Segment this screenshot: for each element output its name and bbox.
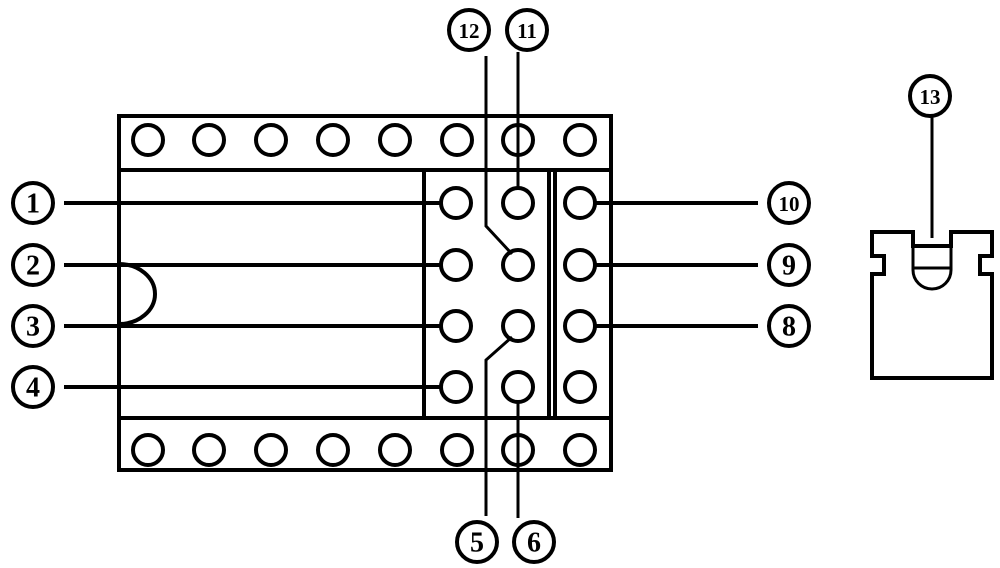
screw-hole <box>131 123 165 157</box>
screw-hole <box>192 433 226 467</box>
callout-13: 13 <box>908 74 952 118</box>
leader-line-5 <box>484 335 513 516</box>
terminal-hole <box>563 186 597 220</box>
callout-label: 2 <box>26 251 40 282</box>
callouts: 1 2 3 4 5 6 8 9 <box>11 8 952 564</box>
callout-ring <box>767 243 811 287</box>
callout-label: 11 <box>517 19 537 43</box>
callout-ring <box>505 8 549 52</box>
screw-hole <box>192 123 226 157</box>
screw-hole <box>563 433 597 467</box>
connector-cup <box>911 246 953 291</box>
callout-ring <box>11 304 55 348</box>
callout-ring <box>11 243 55 287</box>
callout-6: 6 <box>512 520 556 564</box>
callout-label: 5 <box>470 528 484 559</box>
terminal-hole <box>439 370 473 404</box>
callout-label: 3 <box>26 312 40 343</box>
screw-hole <box>440 123 474 157</box>
screw-hole <box>131 433 165 467</box>
socket-body <box>117 114 613 472</box>
callout-label: 1 <box>26 189 40 220</box>
callout-ring <box>447 8 491 52</box>
callout-label: 12 <box>459 19 480 43</box>
screw-hole <box>316 433 350 467</box>
screw-hole <box>563 123 597 157</box>
terminal-hole <box>439 309 473 343</box>
terminal-hole <box>563 309 597 343</box>
terminal-hole <box>439 186 473 220</box>
connector-profile <box>870 230 994 380</box>
terminal-hole <box>563 370 597 404</box>
callout-label: 4 <box>26 373 40 404</box>
callout-ring <box>455 520 499 564</box>
terminal-hole <box>501 309 535 343</box>
terminal-hole <box>563 248 597 282</box>
callout-1: 1 <box>11 181 55 225</box>
screw-hole <box>440 433 474 467</box>
screw-hole <box>378 123 412 157</box>
callout-9: 9 <box>767 243 811 287</box>
callout-11: 11 <box>505 8 549 52</box>
callout-5: 5 <box>455 520 499 564</box>
terminal-hole <box>501 248 535 282</box>
leader-line-12 <box>484 56 514 256</box>
callout-10: 10 <box>767 181 811 225</box>
connector-side-view <box>870 230 994 380</box>
socket-notch <box>118 262 157 326</box>
callout-2: 2 <box>11 243 55 287</box>
bottom-hole-row <box>131 433 597 467</box>
terminal-hole <box>501 370 535 404</box>
leader-lines <box>64 52 934 518</box>
callout-label: 6 <box>527 528 541 559</box>
terminal-hole <box>501 186 535 220</box>
callout-12: 12 <box>447 8 491 52</box>
callout-label: 10 <box>779 192 800 216</box>
callout-ring <box>767 181 811 225</box>
callout-label: 9 <box>782 251 796 282</box>
screw-hole <box>316 123 350 157</box>
terminal-holes <box>439 186 597 404</box>
screw-hole <box>254 433 288 467</box>
terminal-hole <box>439 248 473 282</box>
screw-hole <box>378 433 412 467</box>
callout-ring <box>908 74 952 118</box>
callout-3: 3 <box>11 304 55 348</box>
callout-8: 8 <box>767 304 811 348</box>
callout-4: 4 <box>11 365 55 409</box>
top-hole-row <box>131 123 597 157</box>
callout-ring <box>11 365 55 409</box>
callout-ring <box>11 181 55 225</box>
callout-ring <box>512 520 556 564</box>
callout-label: 8 <box>782 312 796 343</box>
callout-label: 13 <box>920 85 941 109</box>
screw-hole <box>254 123 288 157</box>
callout-ring <box>767 304 811 348</box>
